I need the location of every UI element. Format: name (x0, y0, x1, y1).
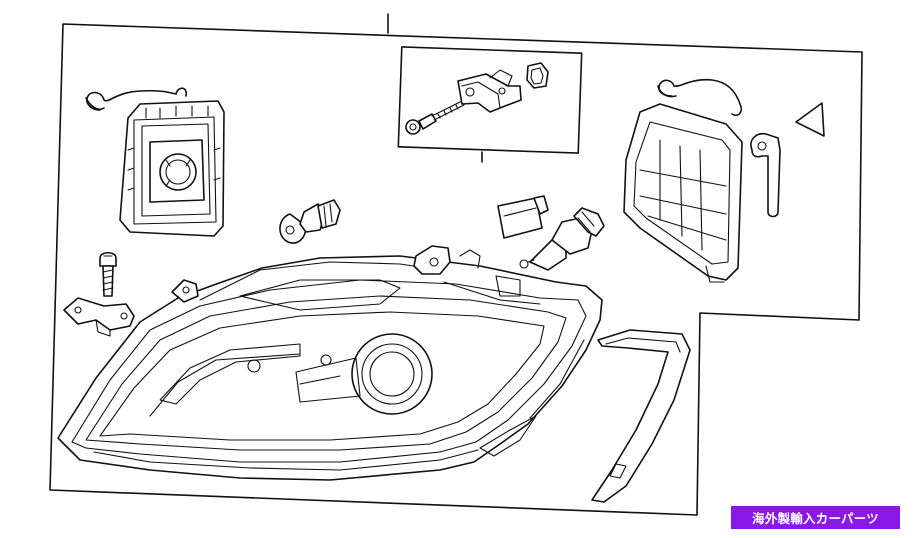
trim-strip-icon (591, 329, 691, 503)
l-shaped-pin-icon (750, 132, 781, 218)
rear-access-cover-left-icon (119, 100, 225, 237)
bolt-icon (405, 100, 465, 135)
control-module-icon (497, 195, 549, 239)
retaining-spring-clip-left-icon (85, 87, 188, 111)
bulb-socket-right-icon (519, 207, 605, 271)
lower-bracket-left-icon (63, 297, 135, 337)
mounting-bracket-icon (457, 69, 522, 113)
clip-nut-icon (526, 62, 549, 89)
adjuster-screw-icon (99, 251, 117, 297)
headlamp-assembly-icon (57, 245, 603, 481)
triangle-marker-icon (795, 102, 825, 137)
retaining-spring-clip-right-icon (657, 78, 743, 117)
shop-label-badge: 海外製輸入カーパーツ (731, 506, 900, 529)
inset-bolt-bracket-box (397, 46, 583, 163)
bulb-left-icon (279, 199, 341, 244)
rear-access-cover-right-icon (623, 103, 743, 283)
